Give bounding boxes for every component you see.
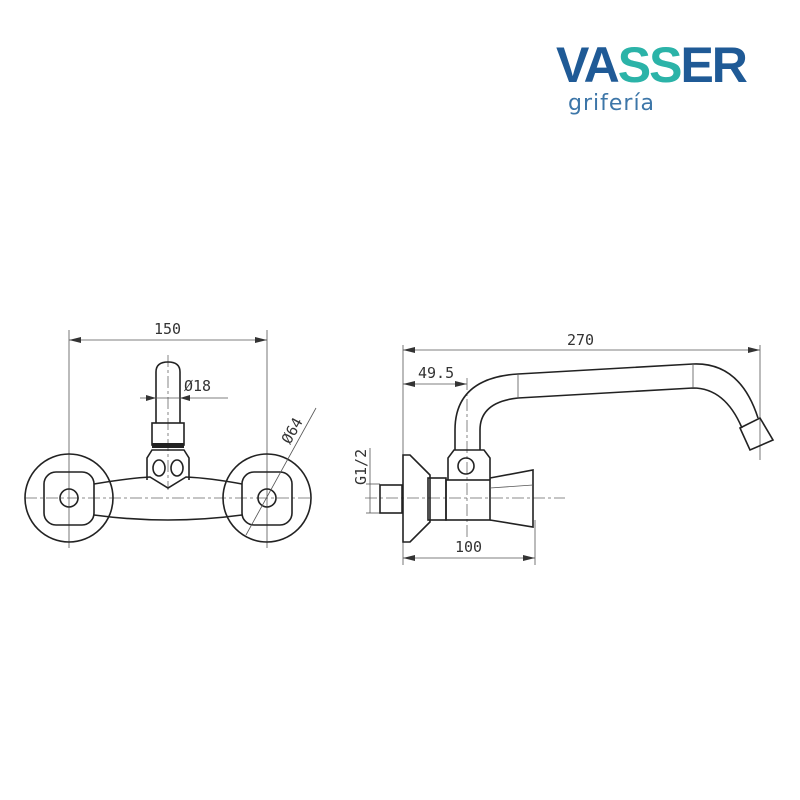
logo-brand-er: ER — [680, 37, 747, 93]
logo-brand: VASSER — [556, 40, 766, 90]
dim-49-5: 49.5 — [418, 364, 454, 382]
dim-diameter-64: Ø64 — [278, 415, 307, 447]
logo-subtitle: grifería — [568, 91, 656, 116]
side-view: 270 49.5 100 G1/2 — [352, 331, 775, 565]
front-view: 150 Ø18 Ø64 — [24, 320, 317, 548]
dim-100: 100 — [455, 538, 482, 556]
dim-270: 270 — [567, 331, 594, 349]
dim-thread-g1-2: G1/2 — [352, 449, 370, 485]
vasser-logo: VASSER grifería — [556, 40, 766, 118]
dim-diameter-18: Ø18 — [184, 377, 211, 395]
logo-brand-ss: SS — [617, 37, 683, 93]
dim-150: 150 — [154, 320, 181, 338]
logo-brand-va: VA — [556, 37, 620, 93]
